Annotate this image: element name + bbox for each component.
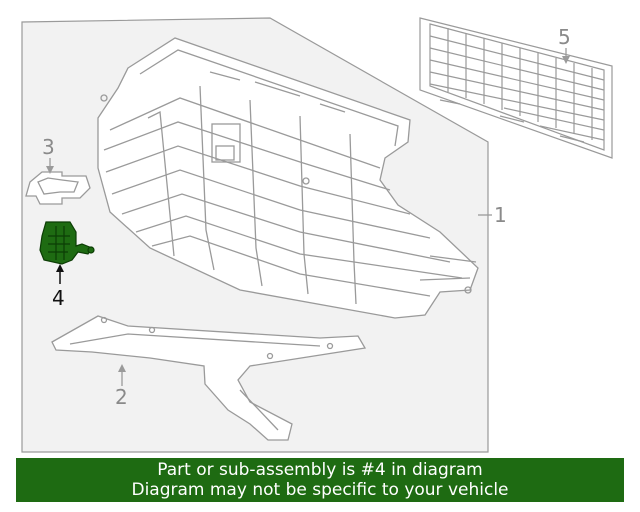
leader-arrow-2 [118, 364, 126, 372]
molding-part-2 [51, 315, 367, 441]
grille-part-1 [97, 37, 479, 319]
emblem-part-3 [25, 171, 91, 205]
leader-arrow-5 [562, 56, 570, 64]
leader-arrow-3 [46, 166, 54, 174]
callout-5: 5 [558, 25, 571, 49]
callout-4: 4 [52, 286, 65, 310]
banner-line-1: Part or sub-assembly is #4 in diagram [157, 460, 483, 480]
shutter-part-5 [419, 17, 613, 159]
info-banner: Part or sub-assembly is #4 in diagram Di… [16, 458, 624, 502]
callout-2: 2 [115, 385, 128, 409]
bracket-part-4 [39, 221, 95, 265]
banner-line-2: Diagram may not be specific to your vehi… [131, 480, 509, 500]
callout-1: 1 [494, 203, 507, 227]
leader-arrow-4 [56, 264, 64, 272]
callout-3: 3 [42, 135, 55, 159]
